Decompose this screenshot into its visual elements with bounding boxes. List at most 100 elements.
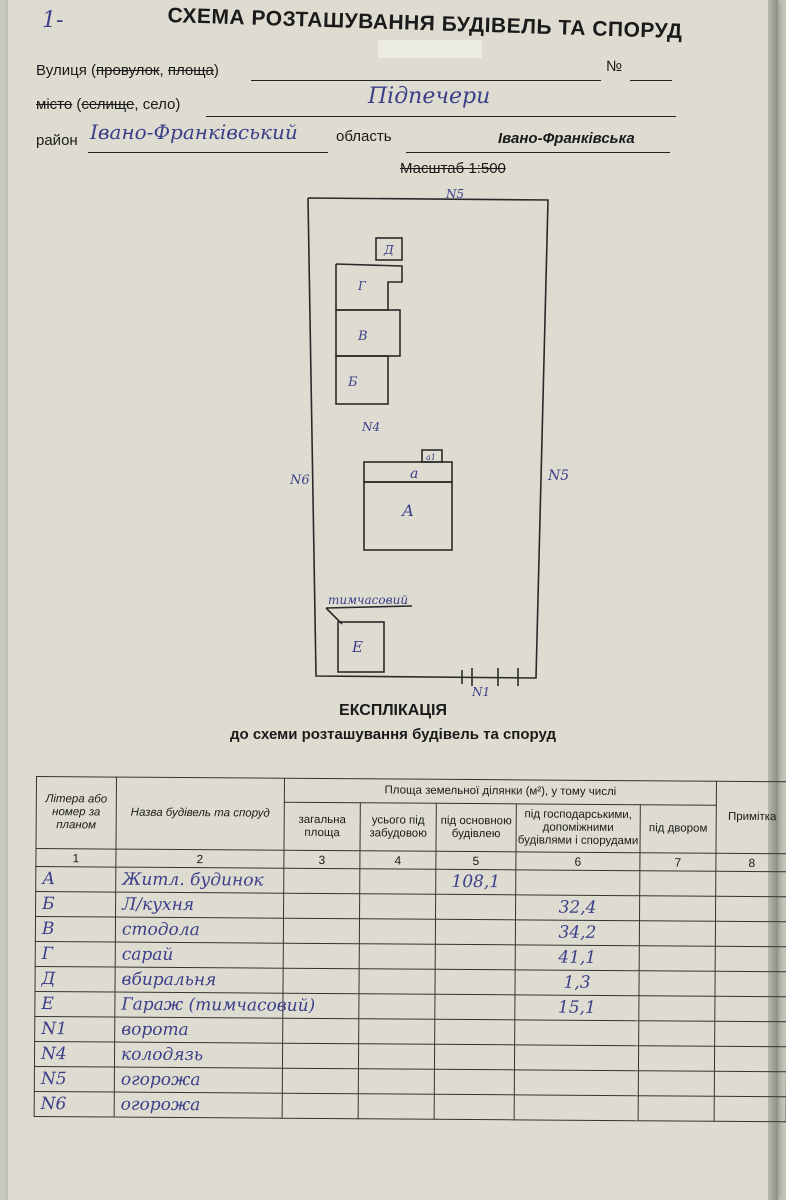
row-yard [639,895,716,922]
label-n1-bottom: N1 [471,685,490,696]
col-number-1: 1 [35,848,116,868]
number-label: № [606,58,623,75]
header-letter: Літера або номер за планом [35,776,117,850]
row-aux-area: 15,1 [514,994,639,1021]
row-main-area [434,969,516,995]
scale-label: Масштаб 1:500 [400,160,506,177]
row-main-area [435,944,516,970]
row-built [358,1068,435,1095]
row-name: Гараж (тимчасовий) [114,992,315,1019]
row-aux-area [515,869,640,896]
row-yard [638,1020,715,1047]
row-aux-area [514,1019,639,1046]
row-letter: В [35,916,116,943]
oblast-label: область [336,128,392,145]
row-total [283,943,360,969]
label-n6-left: N6 [289,473,310,488]
row-letter: Б [35,891,116,918]
label-well-n4: N4 [361,420,380,434]
row-built [358,993,435,1020]
row-letter: Е [34,991,115,1018]
row-yard [639,920,716,947]
label-building-a-main: А [401,501,414,520]
row-built [358,1093,435,1120]
col-number-4: 4 [359,850,436,870]
row-built [359,918,436,945]
col-number-3: 3 [283,850,360,869]
col-number-7: 7 [639,852,716,872]
col-number-5: 5 [435,851,516,870]
explication-table: Літера або номер за планом Назва будівел… [34,776,786,1122]
row-main-area [434,994,515,1020]
village-label: село [142,96,176,113]
row-total [282,968,360,994]
row-yard [638,995,715,1022]
label-building-v: В [357,329,368,344]
row-main-area [434,1019,515,1045]
row-letter: Г [35,941,116,968]
row-aux-area: 32,4 [515,894,640,921]
label-building-g: Г [357,279,367,293]
row-name: стодола [115,917,284,944]
building-d-outline [375,237,403,261]
row-letter: N4 [34,1041,115,1068]
row-main-area [434,1044,515,1070]
district-value: Івано-Франківський [90,120,298,144]
street-label-row: Вулиця (провулок, площа) [36,62,219,79]
row-letter: Д [34,966,116,993]
explication-subtitle: до схеми розташування будівель та споруд [229,726,556,743]
row-main-area [434,1094,515,1120]
header-yard: під двором [639,804,717,854]
row-main-area: 108,1 [435,869,516,895]
temp-leader-line [325,607,343,625]
row-note [715,871,786,897]
building-v-outline [335,309,401,357]
street-label: Вулиця [36,62,87,79]
row-yard [638,1045,715,1072]
row-letter: N6 [34,1091,115,1118]
row-note [714,1021,786,1047]
plot-boundary [307,197,549,679]
row-main-area [435,919,516,945]
temp-underline [325,605,413,609]
site-plan-drawing: N5 N6 N5 N1 N4 тимчасовий Д Г В Б а А а1… [289,187,569,699]
row-aux-area: 1,3 [514,969,640,996]
row-total [283,918,360,944]
row-total [282,1093,359,1119]
row-letter: N1 [34,1016,115,1043]
row-note [714,996,786,1022]
col-number-6: 6 [515,851,640,871]
row-letter: А [35,866,116,893]
label-building-b: Б [347,375,358,390]
document-sheet: 1- СХЕМА РОЗТАШУВАННЯ БУДІВЕЛЬ ТА СПОРУД… [8,0,786,1200]
row-name: Л/кухня [115,892,284,919]
porch-outline [421,449,443,463]
row-aux-area [514,1069,639,1096]
header-built: усього під забудовою [359,802,437,852]
city-label-row: місто (селище, село) [36,96,181,113]
city-field-line [206,98,676,117]
district-field-line [88,134,328,153]
page-number: 1- [42,8,64,33]
label-building-a-small: а [410,466,418,482]
redaction-patch [378,40,482,58]
row-yard [638,970,716,997]
row-name: ворота [114,1017,283,1044]
row-note [714,1096,786,1122]
row-total [282,1043,359,1069]
building-a-small-outline [363,461,453,483]
row-note [714,971,786,997]
row-note [715,896,786,922]
row-name: Житл. будинок [115,867,284,894]
building-g-outline [335,263,403,311]
row-built [358,1043,435,1070]
row-note [714,1071,786,1097]
label-building-d: Д [383,243,394,257]
district-label: район [36,132,78,149]
row-name: огорожа [114,1067,283,1094]
label-porch: а1 [426,453,436,462]
col-number-2: 2 [115,849,284,869]
row-built [359,868,436,895]
